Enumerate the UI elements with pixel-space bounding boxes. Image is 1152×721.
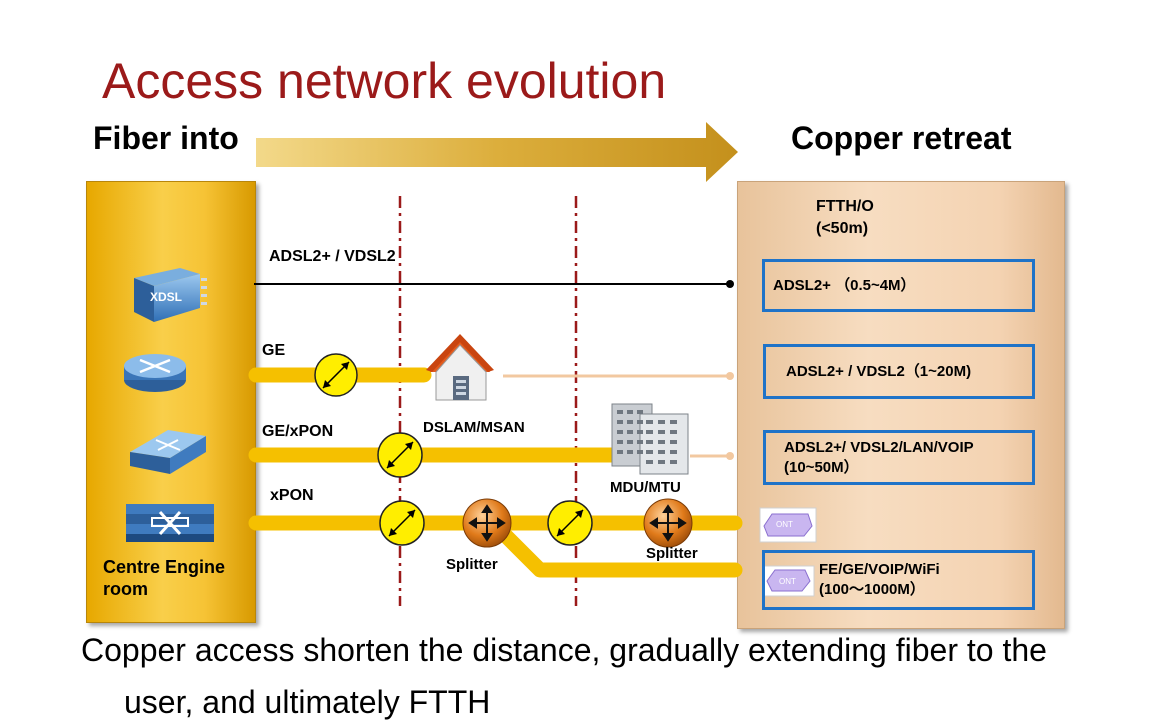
mdu-label: MDU/MTU — [610, 479, 681, 496]
converter-ge — [314, 353, 358, 397]
core-engine-icon — [126, 504, 214, 542]
engine-room-label-line1: Centre Engine — [103, 557, 226, 577]
service-box-lan-line1: ADSL2+/ VDSL2/LAN/VOIP — [784, 438, 974, 456]
service-box-ftth: FE/GE/VOIP/WiFi (100～1000M） — [762, 550, 1035, 610]
switch-icon — [130, 430, 206, 474]
splitter-icon-1 — [462, 498, 512, 548]
service-box-vdsl-text: ADSL2+ / VDSL2（1~20M) — [786, 362, 972, 380]
ont-icon-1 — [759, 507, 817, 543]
xpon-branch-fiber — [497, 527, 743, 578]
service-box-ftth-line1: FE/GE/VOIP/WiFi — [819, 561, 940, 578]
footer-line-2: user, and ultimately FTTH — [124, 684, 491, 720]
dslam-label: DSLAM/MSAN — [423, 419, 525, 436]
footer-line-1: Copper access shorten the distance, grad… — [81, 632, 1047, 668]
ftth-label-line1: FTTH/O — [816, 198, 874, 215]
ftth-label-line2: (<50m) — [816, 220, 869, 237]
ftth-label: FTTH/O (<50m) — [816, 196, 874, 240]
ont-icon-2 — [763, 565, 815, 597]
adsl-line-label: ADSL2+ / VDSL2 — [269, 248, 396, 265]
service-box-lan-line2: (10~50M） — [784, 458, 859, 476]
converter-gexpon — [377, 432, 423, 478]
slide-title: Access network evolution — [102, 53, 667, 109]
customer-panel — [737, 181, 1065, 629]
mdu-building-icon — [611, 403, 689, 475]
converter-xpon-2 — [547, 500, 593, 546]
service-box-ftth-line2: (100～1000M） — [819, 581, 925, 598]
xpon-line-label: xPON — [270, 487, 314, 504]
dslam-house-icon — [426, 334, 494, 401]
gexpon-line-label: GE/xPON — [262, 423, 334, 440]
ont-icon-1-label: ONT — [776, 520, 793, 529]
service-box-adsl: ADSL2+ （0.5~4M） — [762, 259, 1035, 312]
left-header: Fiber into — [93, 120, 239, 156]
right-header: Copper retreat — [791, 120, 1012, 156]
splitter-label-2: Splitter — [646, 545, 698, 562]
service-box-adsl-text: ADSL2+ （0.5~4M） — [773, 276, 916, 294]
engine-room-panel — [86, 181, 256, 623]
engine-room-label-line2: room — [103, 579, 148, 599]
ont-icon-2-label: ONT — [779, 577, 796, 586]
evolution-arrow — [256, 122, 738, 182]
engine-room-label: Centre Engine room — [103, 556, 225, 600]
service-box-vdsl: ADSL2+ / VDSL2（1~20M) — [763, 344, 1035, 399]
xdsl-icon-label: XDSL — [150, 290, 183, 304]
ge-line-label: GE — [262, 342, 286, 359]
splitter-label-1: Splitter — [446, 556, 498, 573]
xdsl-device-icon — [134, 268, 207, 322]
splitter-icon-2 — [643, 498, 693, 548]
service-box-lan: ADSL2+/ VDSL2/LAN/VOIP (10~50M） — [763, 430, 1035, 485]
converter-xpon-1 — [379, 500, 425, 546]
router-icon — [124, 354, 186, 392]
